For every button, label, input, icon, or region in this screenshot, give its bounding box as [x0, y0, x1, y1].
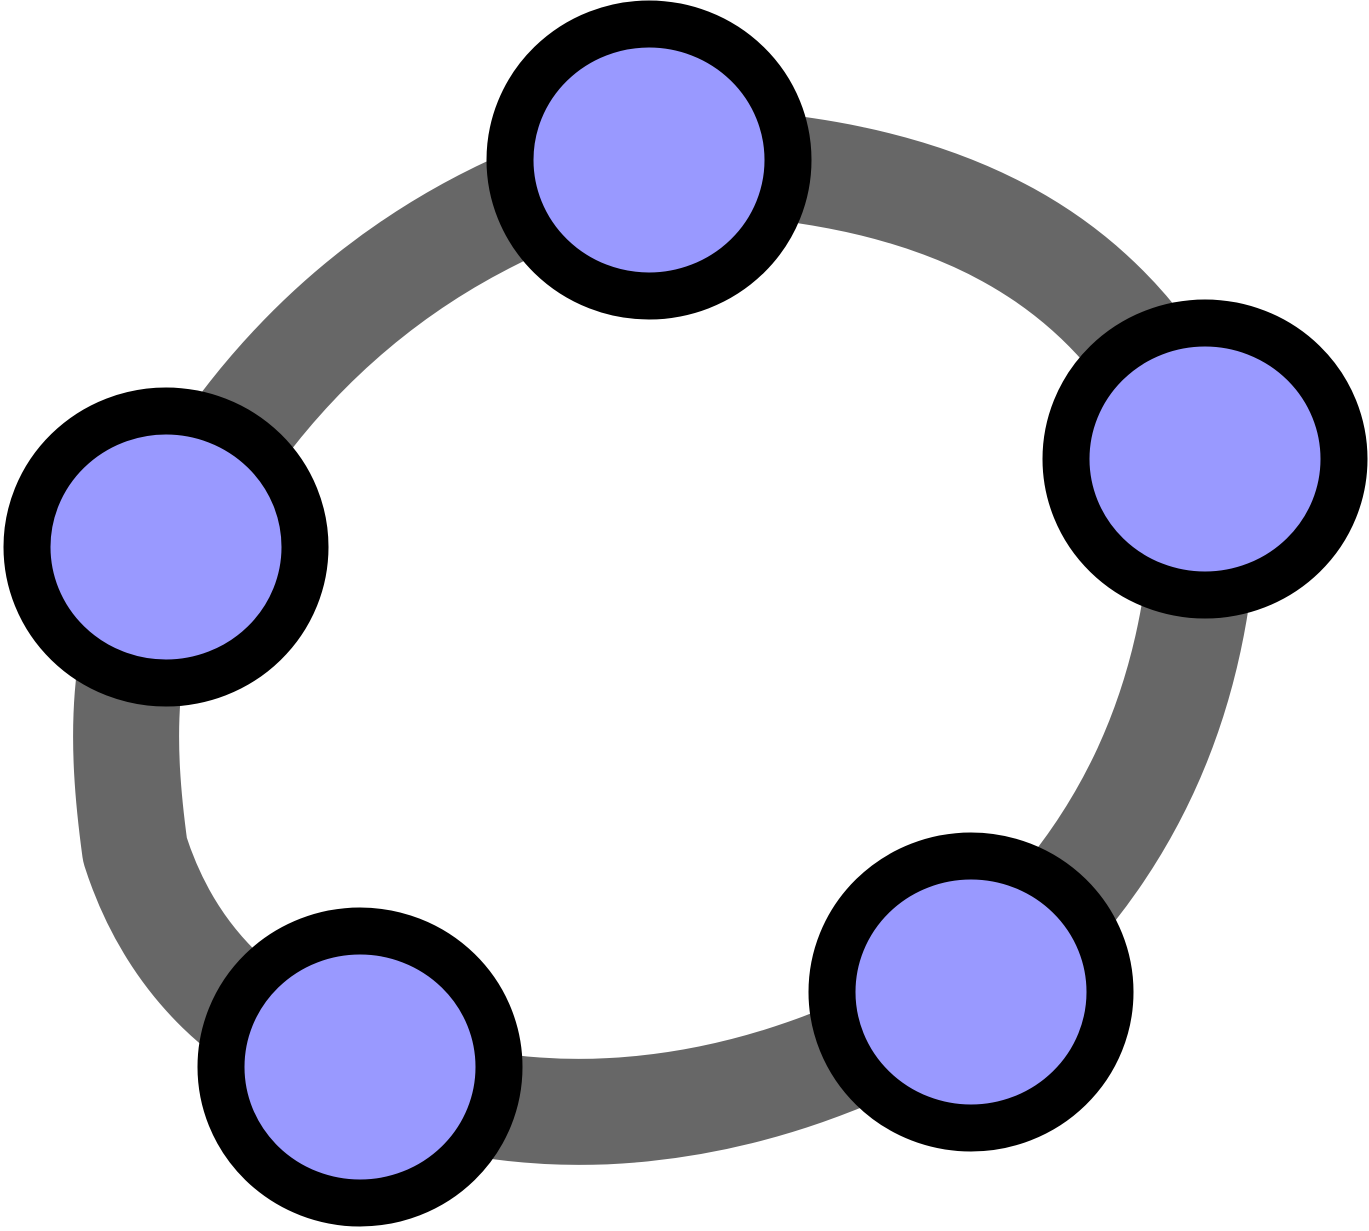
point-bottom-right-icon [808, 832, 1134, 1152]
point-top-icon [486, 0, 812, 320]
point-right-icon [1042, 299, 1368, 619]
point-left-icon [3, 387, 329, 707]
point-bottom-left-icon [197, 907, 523, 1227]
